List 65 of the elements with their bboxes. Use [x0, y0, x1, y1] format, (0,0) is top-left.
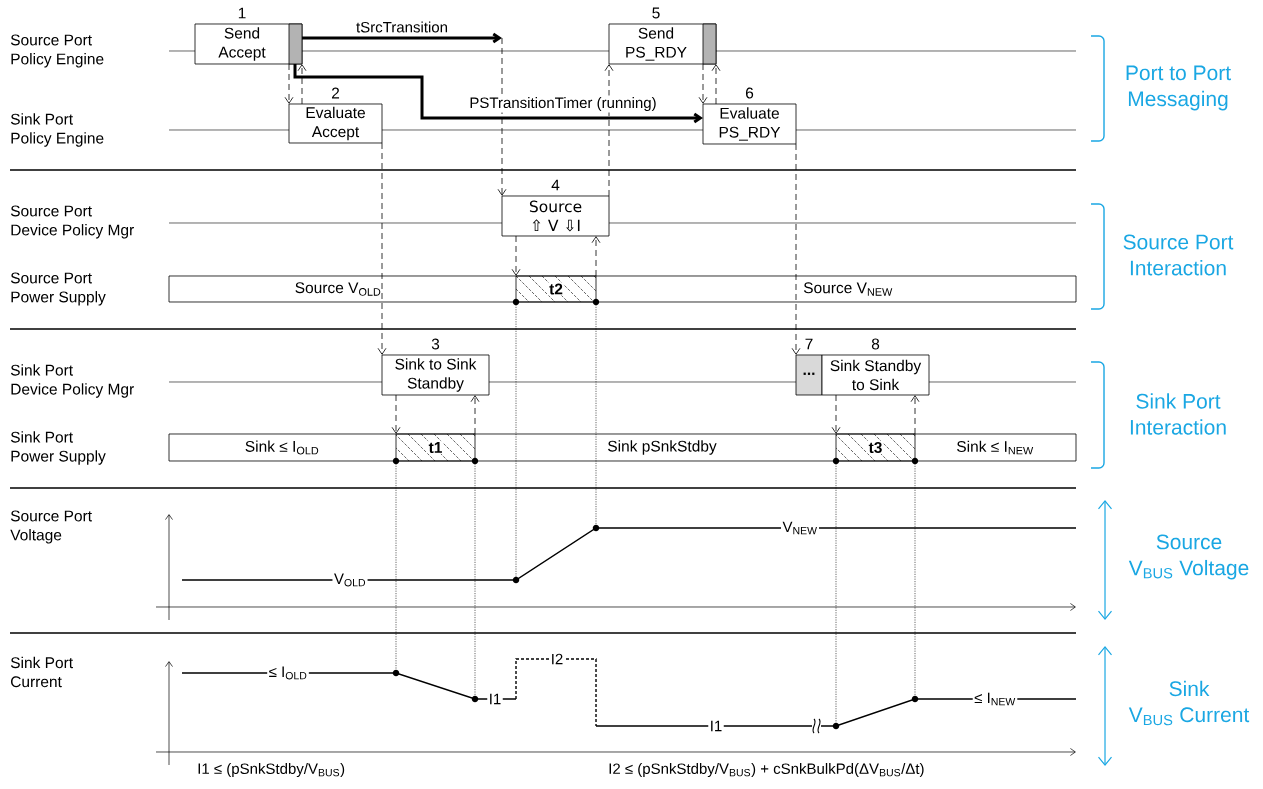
arrow [293, 64, 703, 124]
waveform-label: I1 [708, 719, 724, 733]
step-number: 4 [551, 179, 560, 191]
row-label: Sink Port Power Supply [10, 431, 106, 465]
section-label: Source V$_{BUS}$ Voltage [1128, 534, 1249, 580]
step-number: 2 [332, 87, 340, 99]
row-label: Source Port Power Supply [10, 272, 106, 306]
data-point [832, 722, 840, 730]
section-label: Sink V$_{BUS}$ Current [1128, 680, 1250, 726]
timer-box: t1 [392, 433, 479, 465]
edge-label: PSTransitionTimer (running) [467, 95, 659, 113]
row-label: Sink Port Policy Engine [10, 113, 104, 147]
arrow [711, 64, 721, 105]
arrow [497, 37, 507, 196]
arrow [511, 235, 521, 276]
step-number: 6 [746, 87, 754, 99]
data-point [592, 524, 600, 532]
arrow [698, 63, 708, 104]
state-box: Send Accept [194, 23, 303, 65]
state-box: Sink to Sink Standby [381, 354, 490, 396]
arrow [604, 64, 614, 197]
arrow [910, 395, 920, 435]
step-number: 7 [805, 338, 813, 350]
row-label: Sink Port Current [10, 656, 73, 688]
state-box: Evaluate Accept [288, 103, 383, 144]
step-number: 8 [871, 338, 880, 350]
arrow [591, 236, 601, 277]
condition-text: I2 ≤ (pSnkStdby/V$_{BUS}$) + cSnkBulkPd(ΔV$_{BUS}$/Δt) [609, 763, 924, 777]
data-point [471, 695, 479, 703]
arrow [297, 64, 307, 105]
section-label: Sink Port Interaction [1130, 393, 1226, 435]
arrow [391, 394, 401, 434]
arrow [470, 395, 480, 435]
arrow [284, 63, 294, 104]
step-number: 1 [238, 7, 246, 19]
edge-label: tSrcTransition [354, 20, 450, 34]
row-label: Source Port Voltage [10, 510, 92, 544]
timer-box: t3 [832, 433, 919, 465]
arrow [377, 142, 387, 355]
state-box: Sink Standby to Sink [821, 354, 930, 396]
waveform-label: ≤ I$_{OLD}$ [267, 665, 309, 681]
arrow [791, 143, 801, 355]
state-box: ... [795, 354, 823, 396]
state-box: Evaluate PS_RDY [702, 103, 797, 145]
waveform-label: V$_{OLD}$ [332, 572, 368, 588]
row-label: Source Port Policy Engine [10, 34, 104, 68]
data-point [392, 669, 400, 677]
data-point [512, 576, 520, 584]
waveform-label: ≤ I$_{NEW}$ [972, 691, 1018, 707]
timer-box: t2 [512, 275, 600, 306]
data-point [911, 695, 919, 703]
section-label: Port to Port Messaging [1126, 65, 1231, 111]
waveform-label: I2 [549, 652, 565, 666]
arrow [831, 394, 841, 434]
row-label: Sink Port Device Policy Mgr [10, 364, 134, 398]
state-box: Send PS_RDY [608, 23, 717, 65]
waveform-label: I1 [487, 692, 503, 706]
arrow [302, 32, 502, 44]
section-label: Source Port Interaction [1123, 234, 1234, 276]
waveform-label: V$_{NEW}$ [781, 520, 819, 536]
condition-text: I1 ≤ (pSnkStdby/V$_{BUS}$) [198, 763, 345, 777]
row-label: Source Port Device Policy Mgr [10, 205, 134, 239]
state-box: Source ⇧ V ⇩I [501, 195, 610, 237]
step-number: 3 [431, 338, 440, 350]
step-number: 5 [652, 7, 660, 19]
